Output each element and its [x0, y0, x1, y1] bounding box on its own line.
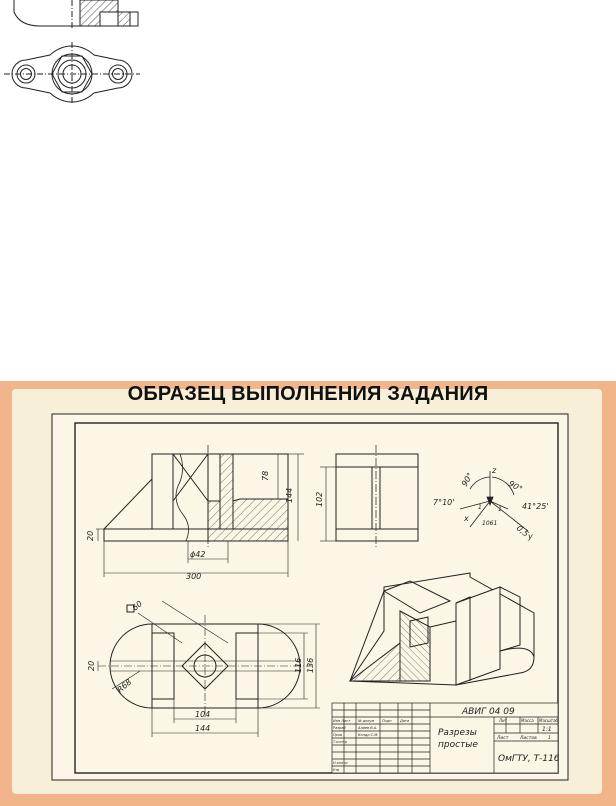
axis-y-label: y — [527, 532, 533, 541]
title-block-row-utv: Утв — [333, 768, 339, 772]
dim-hole-diameter: ϕ42 — [190, 550, 205, 559]
title-block-col-lit: Лит — [498, 718, 508, 723]
axis-x-label: x — [463, 514, 469, 523]
title-block-razrab-name: Алиев В.А. — [357, 726, 377, 730]
title-block-row-prov: Пров — [333, 733, 342, 737]
isometric-view — [348, 572, 535, 686]
dim-104: 104 — [195, 710, 210, 719]
title-block-col-data: Дата — [399, 719, 409, 723]
ratio-note: 1061 — [482, 520, 497, 527]
angle-7-10: 7°10' — [433, 498, 454, 507]
title-block-prov-name: Кондр С.М. — [358, 733, 378, 737]
title-block — [331, 702, 559, 774]
title-block-code: АВИГ 04 09 — [461, 707, 515, 717]
title-block-col-scale: Масштаб — [539, 718, 559, 723]
title-block-col-mass: Масса — [521, 718, 534, 723]
title-block-col-ndok: № докум — [357, 719, 374, 723]
title-block-row-razrab: Разраб — [333, 726, 346, 730]
axis-z-label: z — [491, 466, 497, 475]
title-block-row-nkontr: Н.контр — [333, 761, 348, 765]
dim-144: 144 — [285, 488, 294, 503]
dim-144-plan: 144 — [195, 724, 210, 733]
title-block-sheet: Лист — [496, 735, 509, 741]
dim-300: 300 — [186, 572, 201, 581]
dim-136: 136 — [306, 658, 315, 673]
title-block-org: ОмГТУ, Т-116 — [498, 754, 560, 764]
axis-one-a: 1 — [478, 504, 482, 511]
sample-assignment-poster: ОБРАЗЕЦ ВЫПОЛНЕНИЯ ЗАДАНИЯ — [0, 381, 616, 806]
top-drawing-fragment — [4, 0, 140, 104]
title-block-col-podp: Подп — [382, 719, 392, 723]
title-block-row-tkontr: Т.контр — [333, 740, 348, 744]
title-block-row-izm: Изм Лист — [333, 719, 351, 723]
title-block-sheets: Листов — [519, 735, 537, 741]
plan-view — [97, 600, 320, 737]
dim-102: 102 — [315, 492, 324, 507]
angle-41-25: 41°25' — [522, 502, 549, 511]
poster-title: ОБРАЗЕЦ ВЫПОЛНЕНИЯ ЗАДАНИЯ — [127, 383, 489, 405]
axonometric-axes — [459, 471, 529, 532]
side-view — [320, 445, 419, 549]
dim-78: 78 — [261, 471, 270, 481]
front-view-section — [96, 445, 304, 577]
engineering-drawing-sheet: 78 144 20 ϕ42 300 102 z x — [51, 413, 569, 781]
title-block-name-1: Разрезы — [438, 728, 477, 738]
fragment-front-view — [13, 0, 139, 30]
fragment-plan-view — [4, 42, 140, 104]
title-block-sheets-value: 1 — [548, 735, 551, 741]
sheet-inner-frame — [74, 422, 559, 774]
dim-20-plan: 20 — [87, 661, 96, 671]
axis-one-b: 1 — [498, 506, 502, 513]
dim-20-front: 20 — [86, 531, 95, 541]
title-block-name-2: простые — [438, 740, 478, 750]
title-block-scale: 1:1 — [542, 726, 552, 733]
dim-116: 116 — [294, 658, 303, 673]
